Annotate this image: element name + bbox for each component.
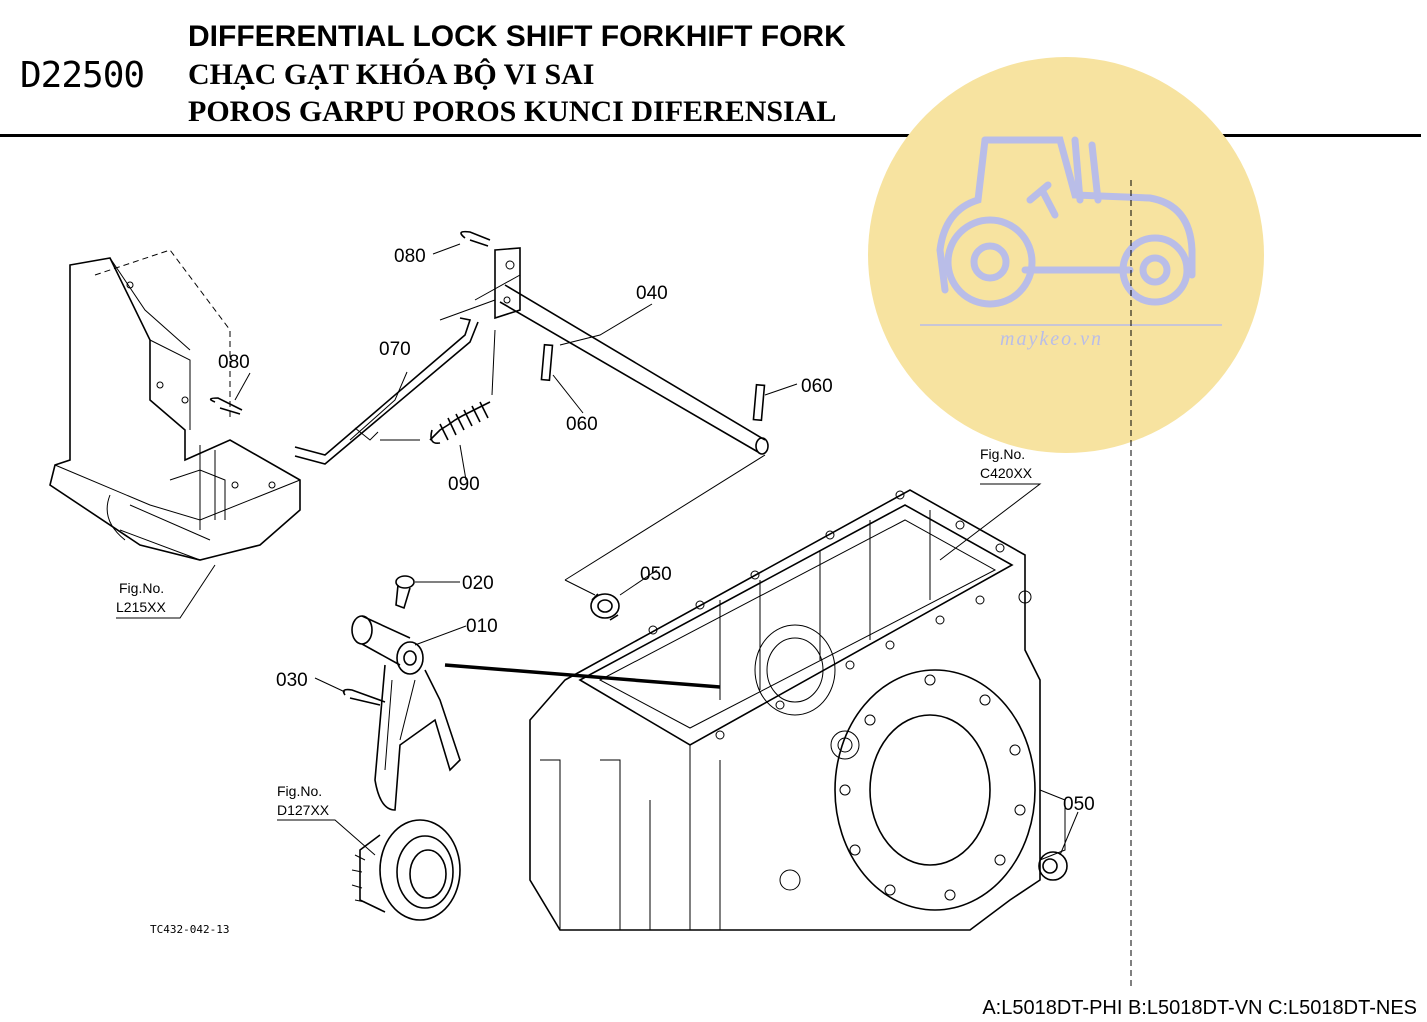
label-080-top: 080 xyxy=(394,246,426,267)
seal-050-lower xyxy=(1038,851,1068,881)
label-060-b: 060 xyxy=(801,376,833,397)
label-030: 030 xyxy=(276,670,308,691)
label-040: 040 xyxy=(636,283,668,304)
label-050-lower: 050 xyxy=(1063,794,1095,815)
title-vietnamese: CHẠC GẠT KHÓA BỘ VI SAI xyxy=(188,58,595,91)
assembly-guide-lines xyxy=(564,454,766,596)
figref-c420-line1: Fig.No. xyxy=(980,446,1025,462)
shift-fork-010 xyxy=(351,615,461,811)
figref-d127-line2: D127XX xyxy=(277,802,330,818)
leader-arrow-up xyxy=(491,329,496,396)
clip-030 xyxy=(342,688,386,706)
clip-080-left xyxy=(209,397,243,415)
label-080-left: 080 xyxy=(218,352,250,373)
title-english: DIFFERENTIAL LOCK SHIFT FORKHIFT FORK xyxy=(188,20,846,53)
title-indonesian: POROS GARPU POROS KUNCI DIFERENSIAL xyxy=(188,95,837,128)
shaft-040 xyxy=(439,247,769,455)
transmission-case xyxy=(529,489,1066,931)
label-020: 020 xyxy=(462,573,494,594)
clip-080-top xyxy=(460,230,491,247)
seal-050-upper xyxy=(590,593,620,621)
spring-090 xyxy=(380,401,491,445)
figref-l215-line1: Fig.No. xyxy=(119,580,164,596)
frame-left-drawing xyxy=(49,249,301,561)
figref-l215-line2: L215XX xyxy=(116,599,166,615)
watermark-logo: maykeo.vn xyxy=(868,57,1264,453)
pin-060-a xyxy=(540,343,554,382)
label-060-a: 060 xyxy=(566,414,598,435)
assembly-arrow xyxy=(444,663,721,689)
bearing-d127 xyxy=(351,819,461,921)
label-050-upper: 050 xyxy=(640,564,672,585)
tractor-icon xyxy=(936,136,1196,308)
diagram-code: D22500 xyxy=(20,55,145,96)
label-070: 070 xyxy=(379,339,411,360)
figref-c420-line2: C420XX xyxy=(980,465,1033,481)
shift-rod-070 xyxy=(294,317,479,465)
pin-020 xyxy=(395,575,415,610)
pin-060-b xyxy=(752,383,766,422)
drawing-code: TC432-042-13 xyxy=(150,923,229,936)
label-090: 090 xyxy=(448,474,480,495)
label-010: 010 xyxy=(466,616,498,637)
header-rule xyxy=(0,134,1421,137)
watermark-text: maykeo.vn xyxy=(1000,328,1103,350)
figref-d127-line1: Fig.No. xyxy=(277,783,322,799)
model-list: A:L5018DT-PHI B:L5018DT-VN C:L5018DT-NES xyxy=(982,997,1417,1019)
watermark-circle xyxy=(868,57,1264,453)
leader-lines xyxy=(116,243,1079,856)
